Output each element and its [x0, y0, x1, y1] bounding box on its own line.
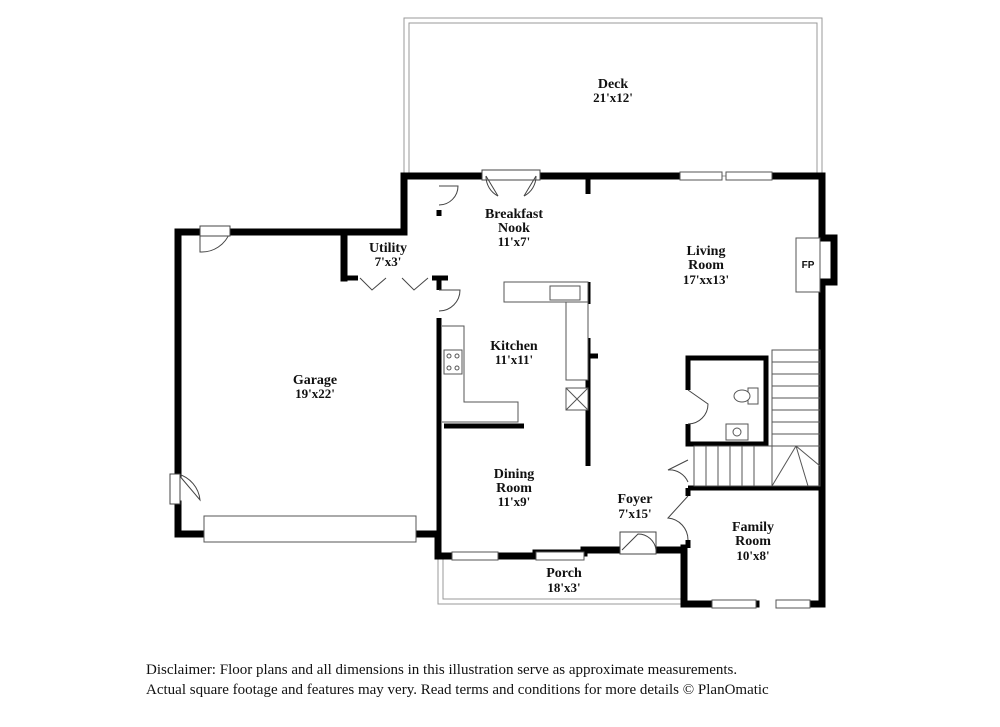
- dining-name-1: Dining: [494, 467, 534, 482]
- breakfast-name-1: Breakfast: [485, 207, 543, 222]
- windows: [203, 171, 811, 609]
- porch-name: Porch: [546, 566, 582, 581]
- deck-name: Deck: [598, 77, 629, 92]
- family-name-1: Family: [732, 520, 774, 535]
- bathroom-fixtures: [725, 387, 759, 441]
- utility-dims: 7'x3': [375, 254, 402, 269]
- room-labels: Deck 21'x12' Breakfast Nook 11'x7' Utili…: [293, 77, 774, 595]
- utility-name: Utility: [369, 241, 407, 256]
- foyer-name: Foyer: [618, 492, 653, 507]
- breakfast-name-2: Nook: [498, 221, 530, 236]
- dining-dims: 11'x9': [498, 494, 531, 509]
- family-dims: 10'x8': [736, 548, 769, 563]
- stairs: [693, 349, 821, 487]
- kitchen-name: Kitchen: [490, 339, 538, 354]
- disclaimer-line-2: Actual square footage and features may v…: [146, 682, 769, 698]
- porch-dims: 18'x3': [547, 580, 580, 595]
- disclaimer-line-1: Disclaimer: Floor plans and all dimensio…: [146, 662, 738, 678]
- porch-outline: [437, 556, 684, 605]
- kitchen-dims: 11'x11': [495, 352, 533, 367]
- living-name-1: Living: [687, 244, 726, 259]
- garage-dims: 19'x22': [295, 386, 335, 401]
- kitchen-fixtures: [442, 281, 589, 423]
- living-name-2: Room: [688, 258, 724, 273]
- disclaimer: Disclaimer: Floor plans and all dimensio…: [146, 660, 866, 700]
- fireplace: [795, 237, 821, 293]
- doors: [169, 169, 709, 555]
- fireplace-label: FP: [802, 260, 815, 271]
- living-dims: 17'xx13': [683, 272, 729, 287]
- family-name-2: Room: [735, 534, 771, 549]
- foyer-dims: 7'x15': [618, 506, 651, 521]
- breakfast-dims: 11'x7': [498, 234, 531, 249]
- garage-name: Garage: [293, 373, 337, 388]
- deck-dims: 21'x12': [593, 90, 633, 105]
- dining-name-2: Room: [496, 481, 532, 496]
